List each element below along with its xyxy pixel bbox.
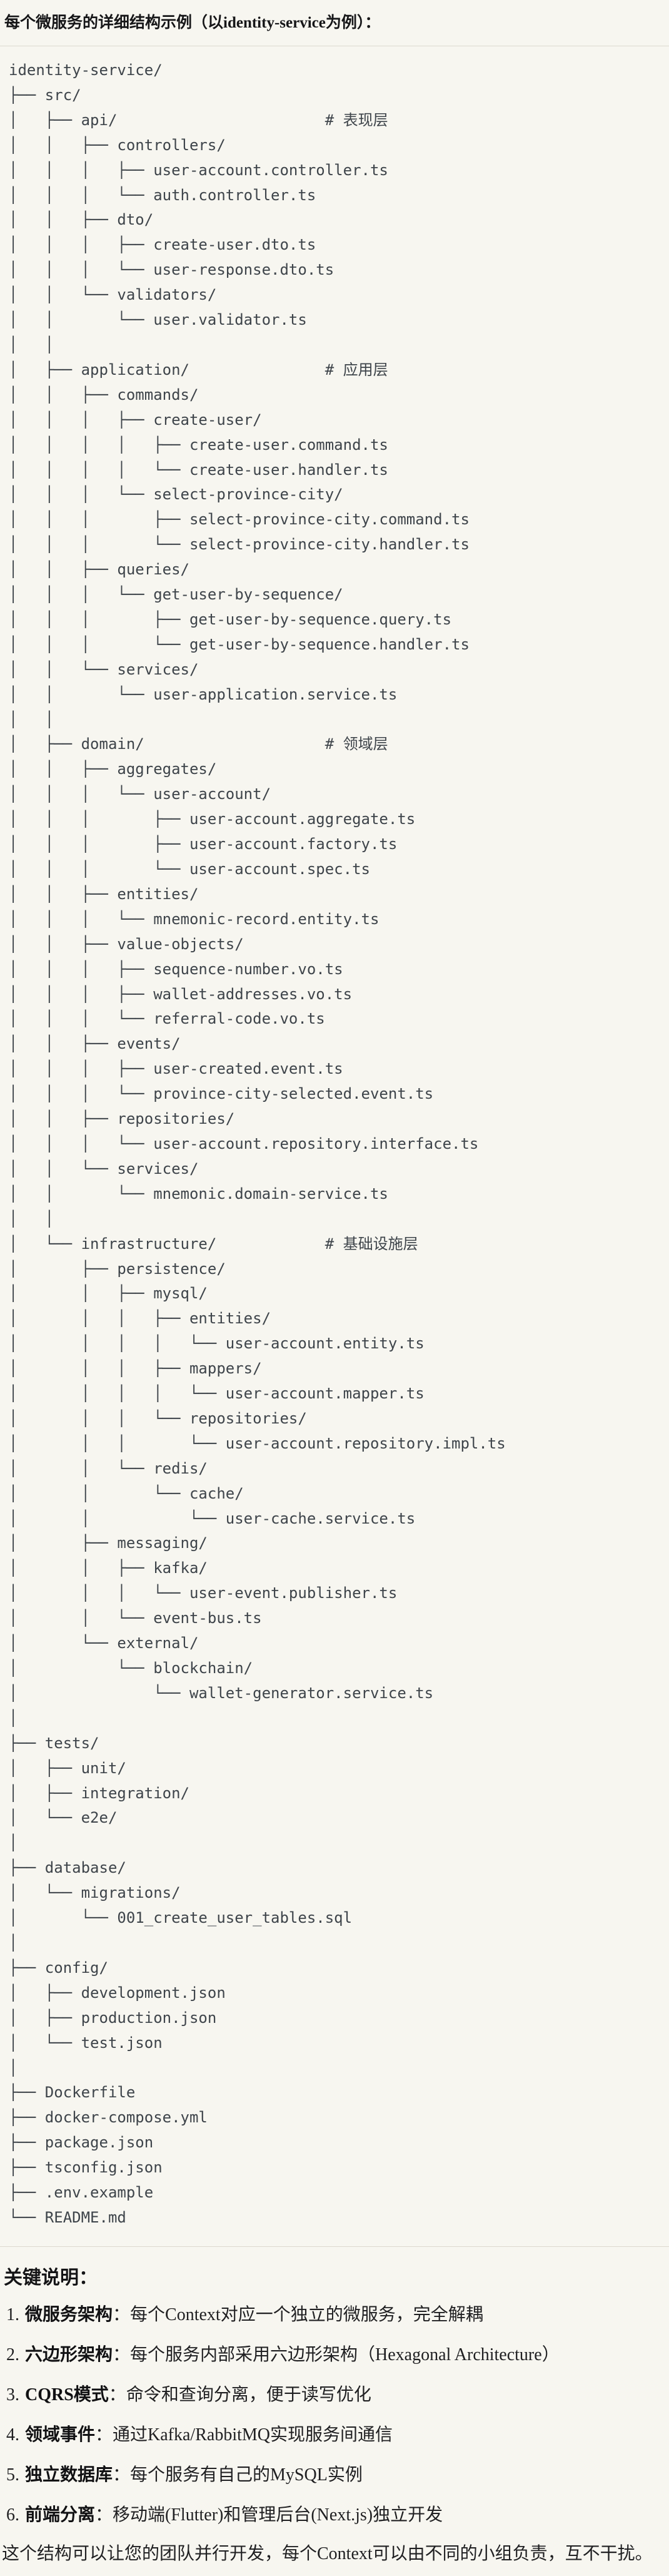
- list-item: 1. 微服务架构：每个Context对应一个独立的微服务，完全解耦: [6, 2303, 669, 2328]
- item-description: 每个Context对应一个独立的微服务，完全解耦: [130, 2304, 483, 2324]
- item-description: 每个服务有自己的MySQL实例: [130, 2465, 363, 2485]
- notes-section: 关键说明： 1.微服务架构：每个Context对应一个独立的微服务，完全解耦 2…: [0, 2264, 669, 2567]
- item-description: 命令和查询分离，便于读写优化: [126, 2385, 371, 2405]
- item-term: 前端分离: [25, 2505, 96, 2525]
- closing-paragraph: 这个结构可以让您的团队并行开发，每个Context可以由不同的小组负责，互不干扰…: [2, 2543, 653, 2563]
- document-header: 每个微服务的详细结构示例（以identity-service为例）：: [0, 0, 669, 46]
- list-item: 2. 六边形架构：每个服务内部采用六边形架构（Hexagonal Architec…: [6, 2343, 669, 2368]
- item-number: 2.: [6, 2344, 19, 2365]
- item-separator: ：: [113, 2344, 131, 2365]
- directory-tree: identity-service/ ├── src/ │ ├── api/ # …: [0, 46, 669, 2247]
- notes-heading: 关键说明：: [4, 2267, 98, 2288]
- list-item: 4. 领域事件：通过Kafka/RabbitMQ实现服务间通信: [6, 2423, 669, 2448]
- notes-list: 1.微服务架构：每个Context对应一个独立的微服务，完全解耦 2.六边形架构…: [0, 2303, 669, 2528]
- item-separator: ：: [95, 2425, 113, 2445]
- item-number: 6.: [6, 2505, 19, 2525]
- item-term: 六边形架构: [25, 2344, 113, 2365]
- item-separator: ：: [113, 2465, 131, 2485]
- list-item: 6. 前端分离：移动端(Flutter)和管理后台(Next.js)独立开发: [6, 2503, 669, 2528]
- list-item: 3. CQRS模式：命令和查询分离，便于读写优化: [6, 2383, 669, 2408]
- item-separator: ：: [108, 2385, 126, 2405]
- item-number: 4.: [6, 2425, 19, 2445]
- item-term: 微服务架构: [25, 2304, 113, 2324]
- item-description: 移动端(Flutter)和管理后台(Next.js)独立开发: [113, 2505, 443, 2525]
- item-term: 领域事件: [25, 2425, 96, 2445]
- page-title: 每个微服务的详细结构示例（以identity-service为例）：: [4, 14, 381, 31]
- item-description: 通过Kafka/RabbitMQ实现服务间通信: [113, 2425, 393, 2445]
- item-separator: ：: [95, 2505, 113, 2525]
- item-term: CQRS模式: [25, 2385, 109, 2405]
- item-description: 每个服务内部采用六边形架构（Hexagonal Architecture）: [130, 2344, 560, 2365]
- item-term: 独立数据库: [25, 2465, 113, 2485]
- list-item: 5. 独立数据库：每个服务有自己的MySQL实例: [6, 2463, 669, 2488]
- item-number: 5.: [6, 2465, 19, 2485]
- item-number: 1.: [6, 2304, 19, 2324]
- item-number: 3.: [6, 2385, 19, 2405]
- item-separator: ：: [113, 2304, 131, 2324]
